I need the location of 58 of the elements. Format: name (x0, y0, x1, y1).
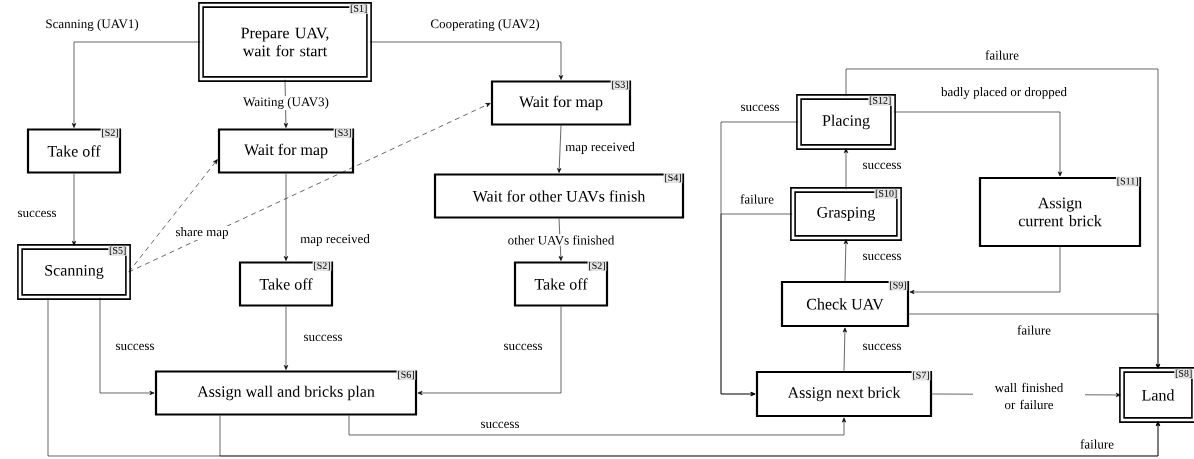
edge-label: success (861, 252, 903, 262)
edge-label: badly placed or dropped (940, 86, 1068, 100)
state-tag: [S1] (349, 3, 369, 14)
state-tag: [S11] (1115, 176, 1140, 187)
edge-label: failure (1079, 438, 1115, 450)
edge-label: success (502, 342, 544, 352)
edge-label: success (114, 342, 156, 352)
state-tag: [S5] (108, 245, 128, 256)
state-tag: [S8] (1174, 368, 1194, 379)
state-tag: [S2] (100, 128, 120, 138)
state-tag: [S12] (868, 95, 893, 106)
edge-label: wall finished or failure (973, 381, 1085, 411)
arrow (417, 306, 562, 396)
state-tag: [S4] (663, 173, 683, 183)
arrow (843, 239, 848, 282)
edge-label: failure (1016, 324, 1052, 336)
state-tag: [S6] (396, 370, 416, 380)
edge-label: map received (299, 233, 371, 247)
edge-label: success (479, 420, 521, 430)
arrow (283, 173, 289, 261)
state-tag: [S2] (312, 261, 332, 271)
arrow (558, 218, 563, 261)
edge-label: Waiting (UAV3) (242, 96, 330, 110)
state-tag: [S9] (888, 280, 908, 291)
arrow (348, 415, 847, 436)
edge-label: success (861, 161, 903, 171)
edge-label: Cooperating (UAV2) (429, 18, 541, 32)
edge-label: other UAVs finished (506, 234, 616, 246)
edge-label: success (302, 333, 344, 343)
arrow (369, 41, 564, 80)
arrow (908, 313, 1161, 369)
arrow (99, 297, 155, 396)
state-tag: [S7] (911, 370, 931, 381)
arrow (128, 159, 218, 273)
edge-label: success (16, 209, 58, 219)
arrow (71, 41, 201, 128)
edge-label: success (739, 103, 781, 113)
edge-label: failure (984, 49, 1020, 61)
arrow (219, 415, 1161, 457)
state-tag: [S3] (610, 80, 630, 90)
edge-label: share map (174, 226, 230, 240)
edge-label: failure (739, 193, 775, 205)
state-tag: [S3] (333, 128, 353, 138)
arrow (720, 213, 793, 397)
arrow (893, 111, 1063, 177)
state-tag: [S10] (874, 188, 899, 199)
arrow (557, 125, 562, 173)
arrow (71, 173, 77, 246)
arrow (842, 327, 847, 372)
edge-label: Scanning (UAV1) (44, 18, 140, 32)
arrow (283, 306, 289, 370)
arrow (843, 148, 849, 190)
edge-label: map received (564, 141, 636, 155)
arrow (909, 246, 1061, 295)
arrow (283, 79, 288, 128)
edge-label: success (861, 342, 903, 352)
arrow (128, 103, 491, 273)
state-tag: [S2] (587, 261, 607, 271)
